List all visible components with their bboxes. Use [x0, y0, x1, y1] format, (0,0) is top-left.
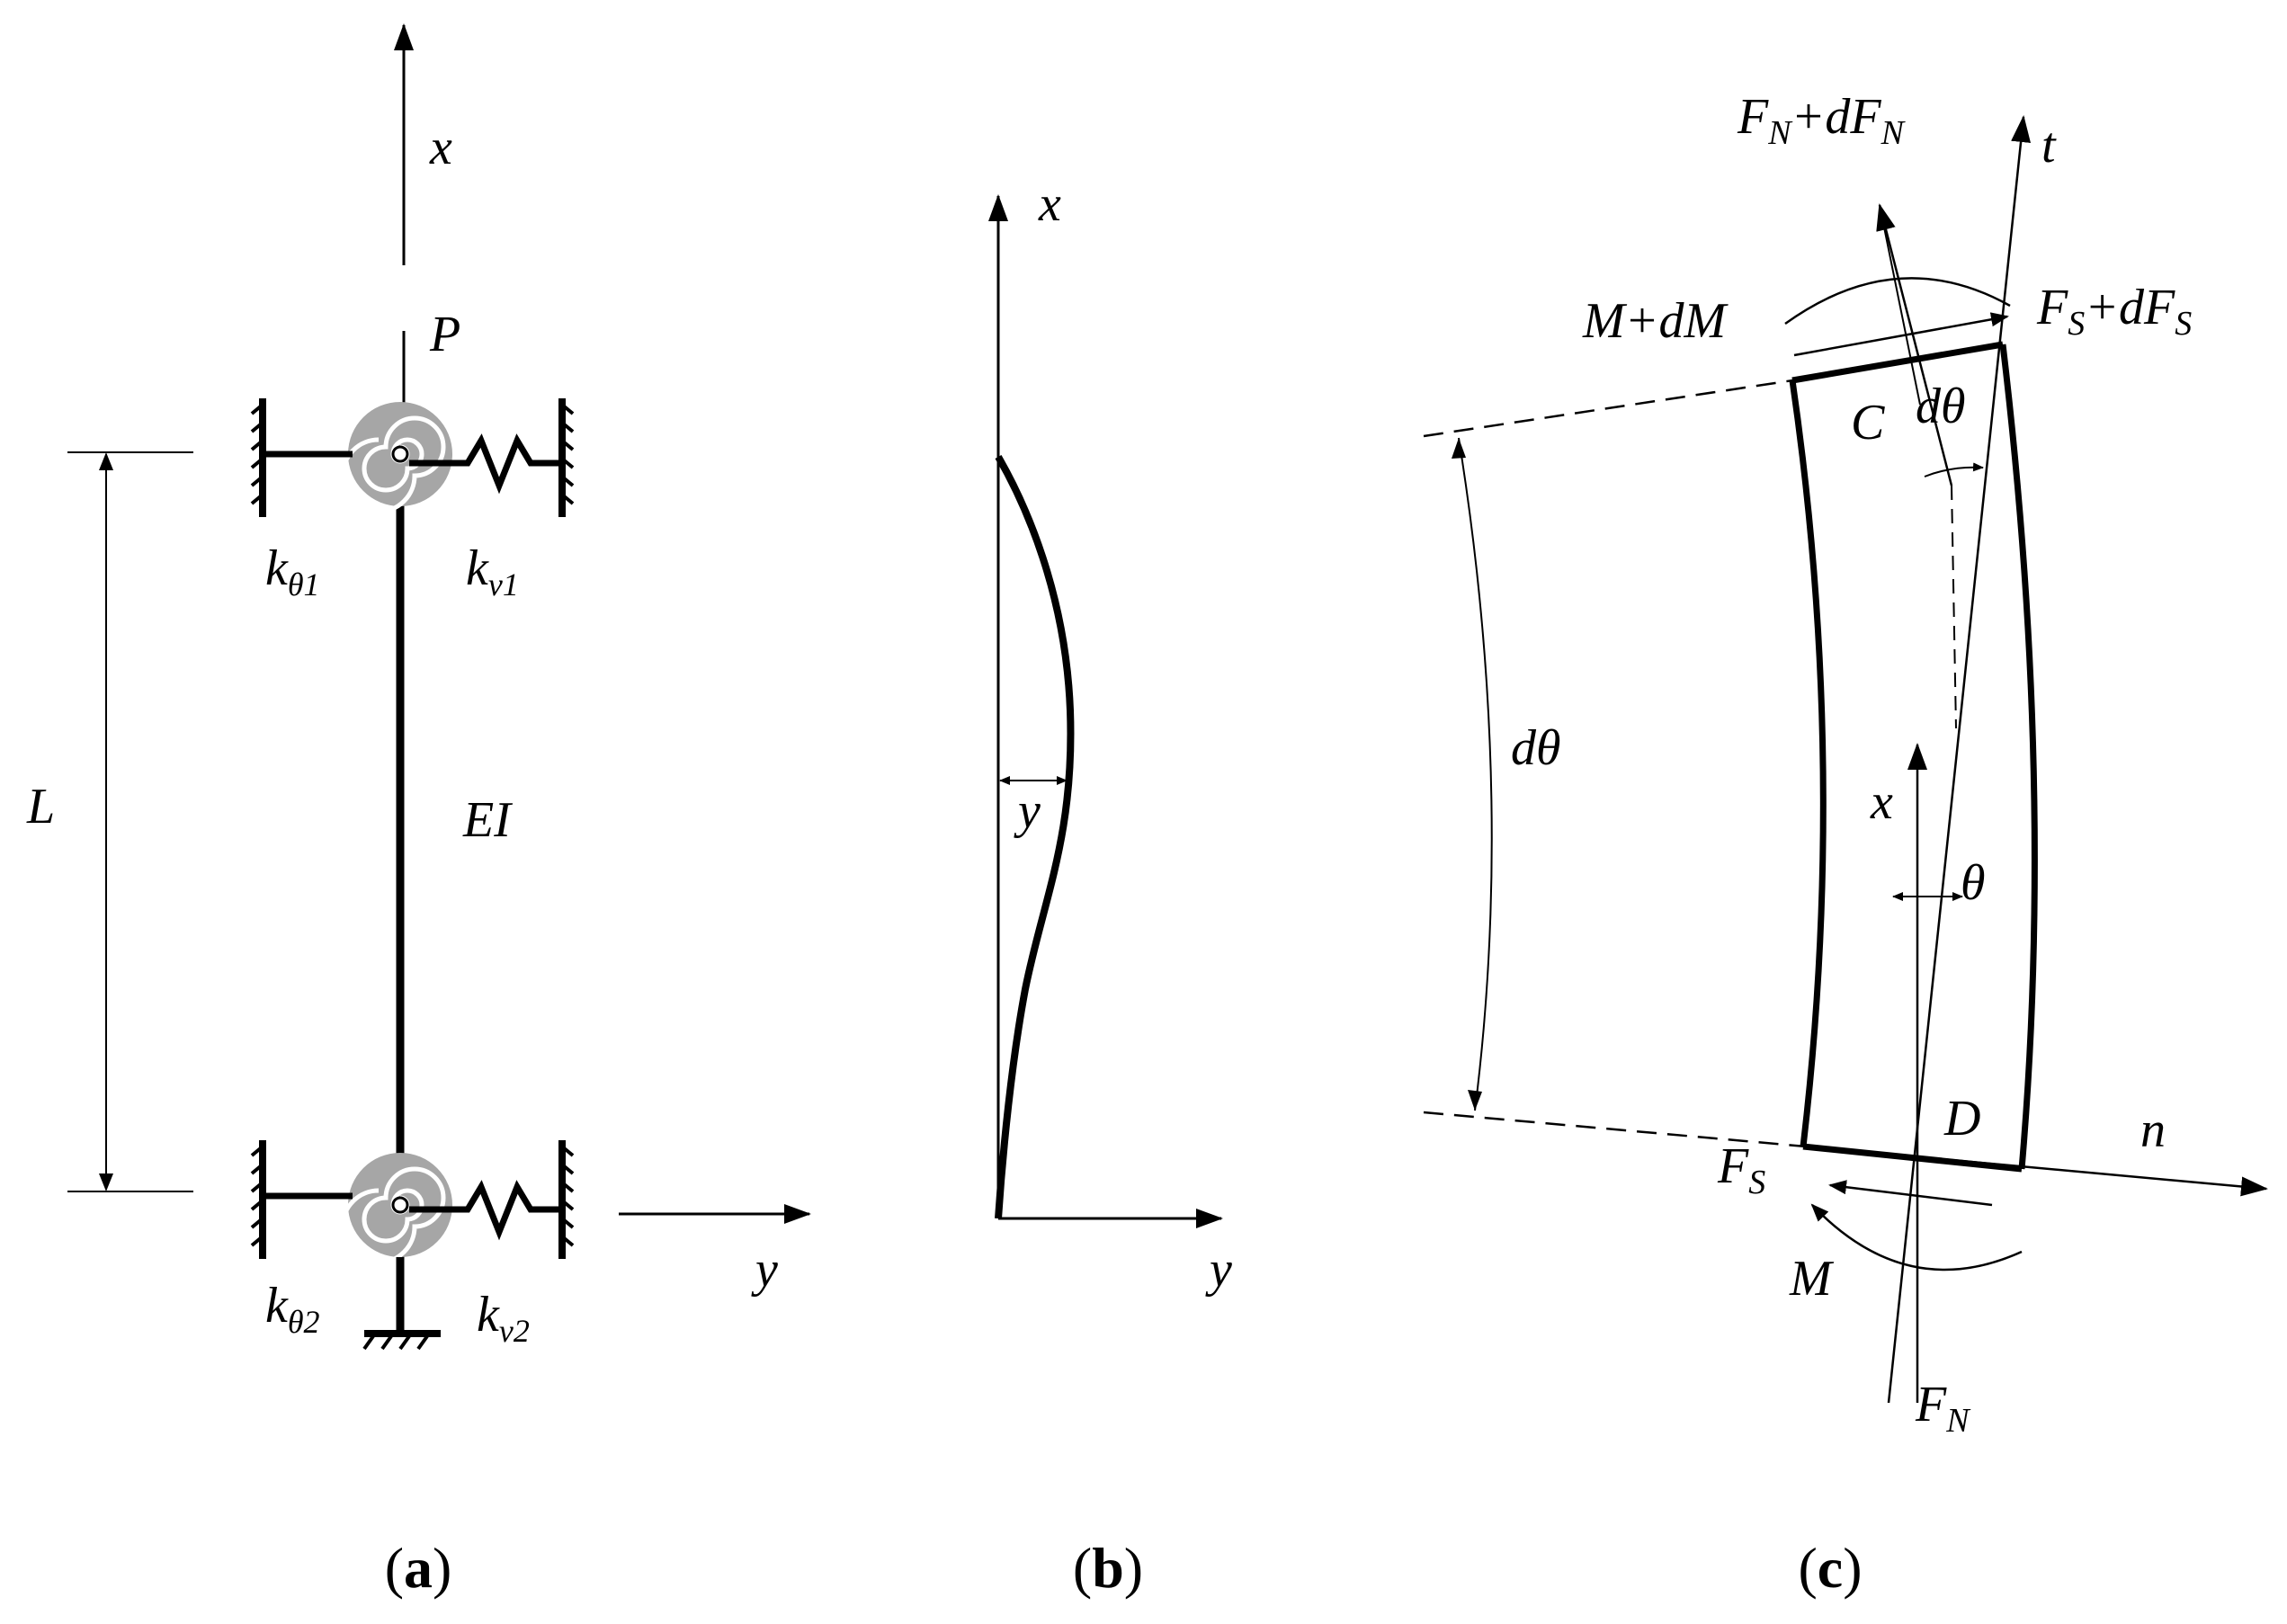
a-top-translational-spring: [409, 433, 559, 495]
c-theta-label: θ: [1961, 855, 1986, 911]
c-C-label: C: [1851, 395, 1885, 451]
c-dtheta-top-label: dθ: [1916, 379, 1966, 434]
c-M-dM-label: M+dM: [1582, 293, 1729, 349]
a-top-right-ground: [558, 398, 575, 517]
c-dtheta-arc: [1458, 437, 1493, 1111]
c-dtheta-left-label: dθ: [1511, 720, 1561, 776]
a-caption: (a): [385, 1536, 452, 1600]
c-dashed-top: [1423, 378, 1800, 438]
a-EI-label: EI: [462, 792, 513, 848]
c-moment-bottom-arc: [1810, 1203, 2023, 1272]
c-n-label: n: [2140, 1102, 2166, 1158]
c-element-top-edge: [1791, 341, 2004, 384]
a-x-label: x: [429, 120, 452, 175]
a-k-v2-label: kv2: [477, 1287, 530, 1349]
c-element-left-edge: [1789, 379, 1827, 1147]
c-x-local-label: x: [1870, 774, 1893, 830]
c-n-axis: [1802, 1145, 2268, 1197]
a-L-label: L: [26, 779, 55, 834]
c-dtheta-arc-arrow-top: [1452, 438, 1466, 459]
c-M-label: M: [1789, 1251, 1835, 1307]
a-k-theta2-label: kθ2: [265, 1278, 320, 1340]
c-t-axis: [1887, 115, 2032, 1404]
a-top-left-ground: [250, 398, 266, 517]
c-caption: (c): [1798, 1536, 1862, 1600]
a-bottom-right-ground: [558, 1140, 575, 1259]
a-bottom-rotational-spring: [340, 1153, 452, 1265]
a-bottom-left-ground: [250, 1140, 266, 1259]
a-load-label: P: [429, 307, 460, 362]
c-FN-top-label: FN+dFN: [1737, 89, 1907, 152]
a-bottom-translational-spring: [409, 1180, 559, 1241]
c-FN-top-dashed: [1951, 485, 1957, 729]
c-FN-top-arrow: [1876, 203, 1953, 486]
panel-c: dθ n t FN+dFN M+dM FS+dFS C dθ x θ: [1423, 89, 2268, 1600]
panel-a: x P EI L kθ1 kv1: [26, 23, 811, 1600]
a-k-theta1-label: kθ1: [265, 540, 320, 602]
c-FN-top-dashed-2: [1879, 204, 1921, 406]
c-moment-top-arc: [1784, 277, 2011, 326]
c-D-label: D: [1943, 1091, 1980, 1147]
c-FS-bottom-label: FS: [1717, 1138, 1765, 1201]
c-FS-bottom-arrow: [1828, 1180, 1993, 1207]
c-dtheta-top-arc: [1924, 462, 1984, 477]
b-x-label: x: [1038, 176, 1061, 232]
b-caption: (b): [1073, 1536, 1143, 1600]
a-y-label: y: [751, 1242, 778, 1298]
a-base-fixed-support: [362, 1257, 441, 1351]
c-element-right-edge: [1999, 344, 2038, 1170]
c-FN-bottom-label: FN: [1915, 1377, 1971, 1440]
c-dashed-bottom: [1423, 1111, 1807, 1148]
c-FS-top-label: FS+dFS: [2036, 280, 2192, 343]
c-t-label: t: [2041, 118, 2057, 174]
c-dtheta-arc-arrow-bottom: [1468, 1090, 1482, 1111]
a-top-rotational-spring: [340, 402, 452, 514]
b-deflected-shape: [995, 455, 1075, 1219]
panel-b: x y y (b): [988, 176, 1232, 1600]
b-deflection-label: y: [1014, 783, 1041, 839]
a-k-v1-label: kv1: [466, 540, 519, 602]
c-FS-top-arrow: [1793, 312, 2009, 357]
b-y-axis-label: y: [1205, 1242, 1232, 1298]
